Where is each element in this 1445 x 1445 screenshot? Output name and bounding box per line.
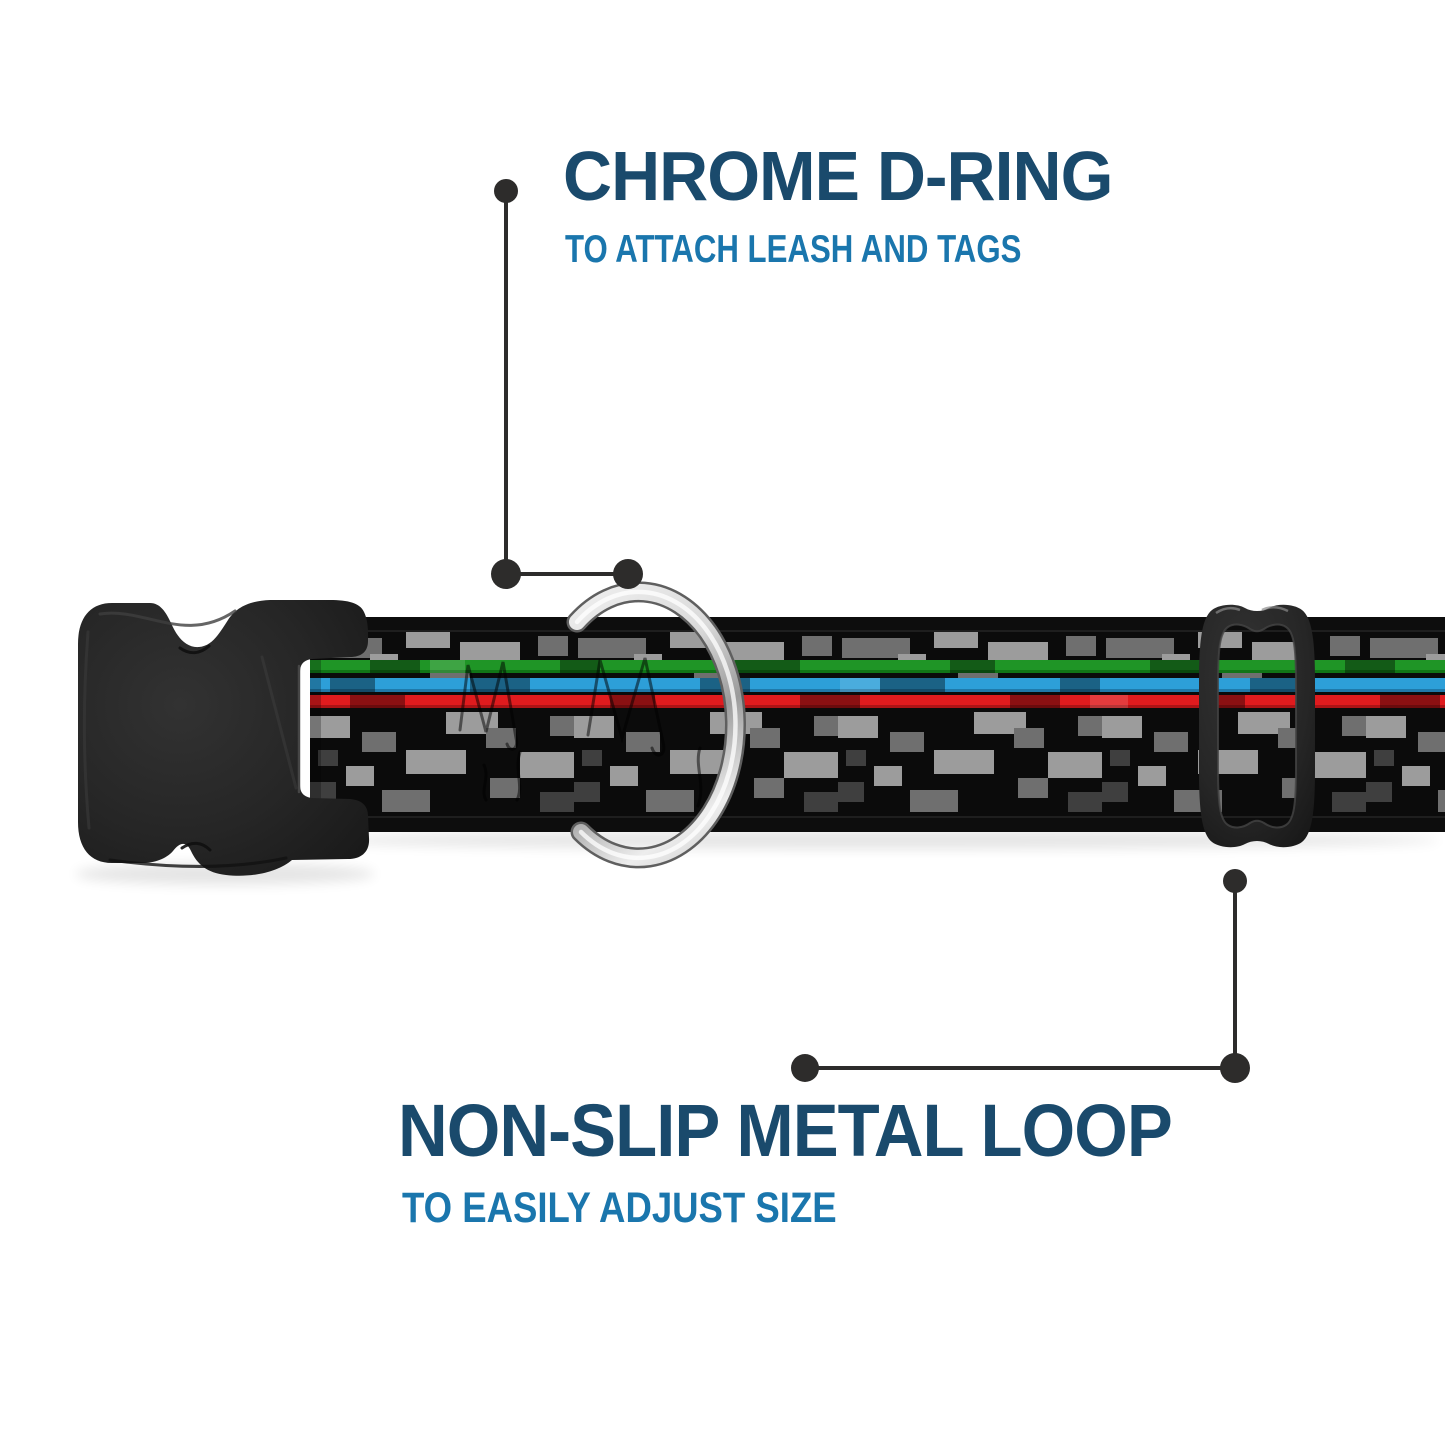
top-callout-title: CHROME D-RING	[563, 137, 1113, 215]
top-callout-dot-target	[613, 559, 643, 589]
slider-loop	[1199, 604, 1315, 848]
watermark-squiggles	[458, 657, 703, 808]
bottom-callout-subtitle: TO EASILY ADJUST SIZE	[402, 1184, 837, 1232]
stripe-green	[310, 660, 1445, 673]
top-callout-dot-text	[494, 179, 518, 203]
stripe-light-breaks	[430, 660, 1128, 708]
bottom-callout-connector	[791, 869, 1250, 1083]
bottom-callout-dot-elbow	[1220, 1053, 1250, 1083]
stripe-blue	[310, 678, 1445, 692]
buckle	[78, 600, 370, 876]
buckle-mouth-shadow	[310, 659, 321, 799]
top-callout-subtitle: TO ATTACH LEASH AND TAGS	[565, 228, 1022, 271]
strap-bottom-edge	[310, 817, 1445, 832]
buckle-shadow	[75, 863, 375, 885]
bottom-callout-title: NON-SLIP METAL LOOP	[398, 1089, 1173, 1172]
buckle-highlights	[82, 609, 301, 868]
strap-top-edge	[310, 617, 1445, 632]
bottom-callout-dot-text	[791, 1054, 819, 1082]
top-callout-dot-elbow	[491, 559, 521, 589]
d-ring	[566, 581, 746, 869]
collar-strap	[310, 617, 1445, 832]
stripe-red	[310, 695, 1445, 708]
collar-shadow	[320, 831, 1440, 849]
bottom-callout-dot-target	[1223, 869, 1247, 893]
stripe-camo-breaks	[330, 660, 1440, 708]
